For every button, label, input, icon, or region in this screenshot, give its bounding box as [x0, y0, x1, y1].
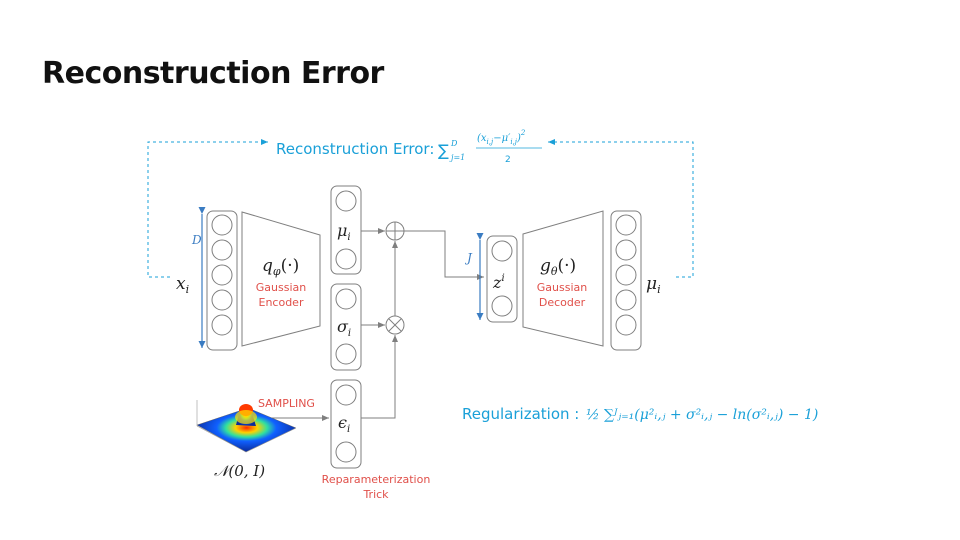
- sigma-node-column: σi: [330, 283, 362, 371]
- decoder-label-line1: Gaussian: [537, 281, 587, 294]
- reparam-label-line2: Trick: [362, 488, 389, 501]
- mu-node-column: μi: [330, 185, 362, 275]
- epsilon-node-column: ϵi: [330, 379, 362, 469]
- decoder-label-line2: Decoder: [539, 296, 586, 309]
- input-node-column: [206, 210, 238, 351]
- recon-label: Reconstruction Error:: [276, 140, 434, 158]
- multiply-operator: [385, 315, 405, 335]
- recon-sum-sub: j=1: [449, 153, 465, 162]
- dim-J-label: J: [464, 251, 473, 265]
- encoder-block: qφ(·) Gaussian Encoder: [241, 211, 321, 347]
- mu-label: μi: [337, 221, 351, 243]
- gaussian-surface-plot: [196, 400, 297, 453]
- recon-num-exp: 2: [520, 129, 526, 137]
- z-label: zi: [492, 273, 505, 292]
- decoder-function: gθ(·): [540, 256, 576, 278]
- dim-D-label: D: [191, 233, 202, 247]
- add-operator: [385, 221, 405, 241]
- epsilon-label: ϵi: [338, 413, 350, 435]
- encoder-label-line2: Encoder: [259, 296, 304, 309]
- recon-num-minus: −μ′: [493, 133, 511, 144]
- recon-num-close: ): [516, 133, 521, 144]
- recon-sum-sup: D: [450, 139, 458, 148]
- reg-formula: ½ ∑ᴶⱼ₌₁(μ²ᵢ,ⱼ + σ²ᵢ,ⱼ − ln(σ²ᵢ,ⱼ) − 1): [586, 407, 818, 423]
- sampling-label: SAMPLING: [258, 397, 315, 410]
- reg-label: Regularization :: [462, 405, 579, 423]
- encoder-function: qφ(·): [262, 256, 299, 278]
- sigma-label: σi: [337, 317, 351, 339]
- recon-num-sub: i,j: [487, 138, 494, 146]
- output-label: μi: [646, 274, 661, 296]
- dimension-D-arrow: D: [191, 206, 206, 348]
- encoder-label-line1: Gaussian: [256, 281, 306, 294]
- recon-denominator: 2: [505, 155, 511, 165]
- reconstruction-error-formula: Reconstruction Error: ∑ D j=1 (xi,j−μ′i,…: [276, 129, 542, 165]
- svg-text:(xi,j−μ′i,j)2: (xi,j−μ′i,j)2: [477, 129, 526, 146]
- dimension-J-arrow: J: [464, 232, 484, 320]
- output-node-column: [610, 210, 642, 351]
- recon-sum: ∑: [438, 141, 449, 160]
- recon-num-open: (x: [477, 133, 487, 144]
- slide-title: Reconstruction Error: [42, 56, 384, 91]
- normal-distribution-label: 𝒩(0, I): [214, 462, 265, 480]
- latent-z-column: zi: [486, 235, 518, 323]
- decoder-block: gθ(·) Gaussian Decoder: [522, 210, 604, 347]
- reparam-label-line1: Reparameterization: [322, 473, 431, 486]
- recon-num-sub2: i,j: [510, 138, 517, 146]
- regularization-formula: Regularization : ½ ∑ᴶⱼ₌₁(μ²ᵢ,ⱼ + σ²ᵢ,ⱼ −…: [462, 405, 818, 423]
- input-label: xi: [176, 274, 189, 296]
- svg-text:Reconstruction Error:: Reconstruction Error:: [276, 140, 434, 158]
- reconstruction-feedback-loop: [147, 139, 694, 278]
